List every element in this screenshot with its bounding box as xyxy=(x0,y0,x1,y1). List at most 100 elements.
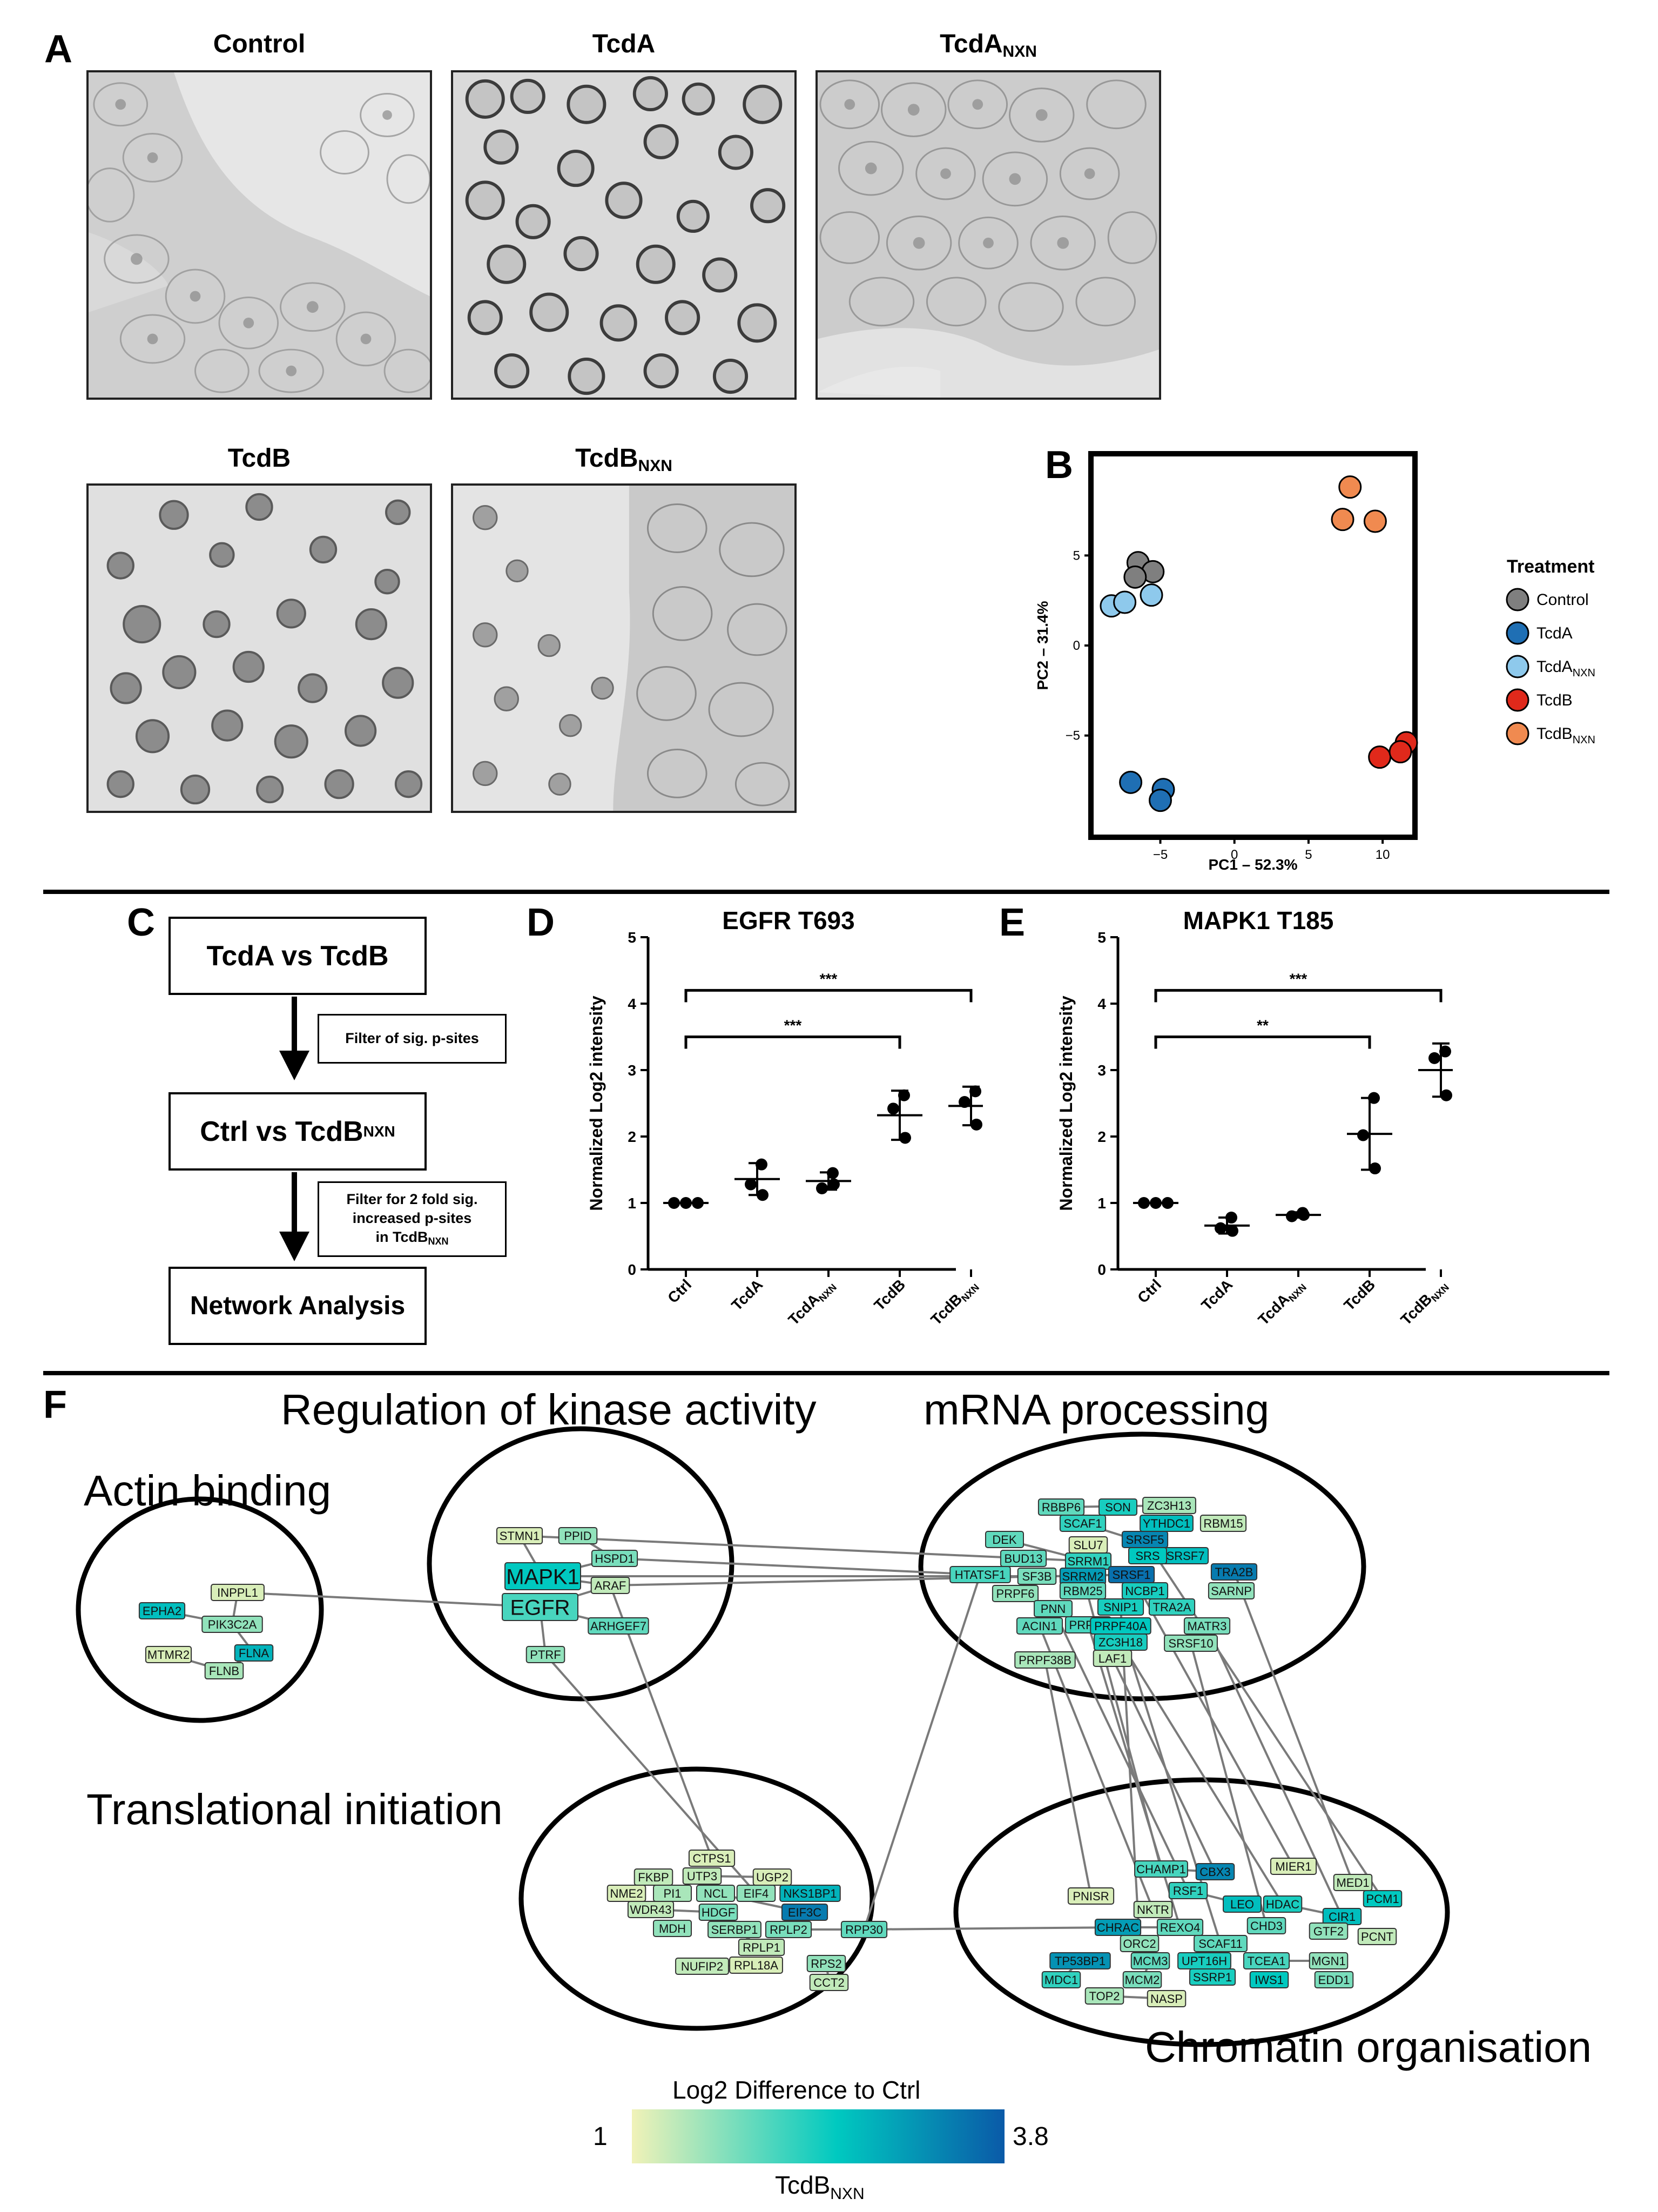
flow-arrow-2 xyxy=(279,1172,309,1261)
x-tick-label: TcdBNXN xyxy=(1397,1276,1451,1330)
network-node-box xyxy=(736,1885,776,1902)
network-node-tra2b: TRA2B xyxy=(1210,1563,1258,1581)
network-node-box xyxy=(1121,1582,1169,1599)
micrograph-title-tcdb-nxn: TcdBNXN xyxy=(575,444,672,475)
network-node-box xyxy=(1059,1515,1107,1532)
panel-label-e: E xyxy=(999,901,1026,944)
network-node-ncl: NCL xyxy=(696,1885,735,1902)
data-point xyxy=(692,1197,704,1209)
significance-bracket xyxy=(684,1036,901,1049)
pca-point-tcdb xyxy=(1368,745,1392,769)
network-node-box xyxy=(682,1867,722,1885)
network-node-label: NCBP1 xyxy=(1125,1584,1164,1598)
network-node-chd3: CHD3 xyxy=(1246,1917,1286,1934)
network-node-zc3h18: ZC3H18 xyxy=(1094,1633,1148,1651)
network-node-label: CTPS1 xyxy=(693,1852,731,1865)
network-node-label: FKBP xyxy=(638,1871,669,1884)
pca-point-tcdb-nxn xyxy=(1363,509,1387,533)
flow-box-network-analysis: Network Analysis xyxy=(169,1267,427,1345)
network-node-srrm2: SRRM2 xyxy=(1059,1568,1107,1585)
panel-label-a: A xyxy=(44,28,72,71)
x-tick-label: TcdANXN xyxy=(1255,1276,1309,1330)
y-tick-label: 1 xyxy=(628,1195,636,1212)
network-node-label: MAPK1 xyxy=(506,1565,579,1589)
network-node-laf1: LAF1 xyxy=(1093,1650,1133,1667)
network-node-label: TRA2B xyxy=(1215,1565,1253,1579)
network-node-box xyxy=(1249,1971,1289,1988)
network-node-label: PRPF38B xyxy=(1019,1653,1071,1667)
network-node-box xyxy=(1000,1550,1047,1567)
network-node-box xyxy=(985,1531,1024,1548)
network-node-label: RBM25 xyxy=(1063,1584,1102,1598)
network-edge xyxy=(1144,1538,1384,1900)
data-point xyxy=(887,1102,899,1115)
network-node-box xyxy=(591,1550,638,1567)
flow-arrow-1 xyxy=(279,997,309,1080)
pca-point-tcdb-nxn xyxy=(1331,508,1354,532)
network-node-bud13: BUD13 xyxy=(1000,1550,1047,1567)
pca-ylabel: PC2 – 31.4% xyxy=(1034,601,1051,690)
y-tick-label: 2 xyxy=(628,1128,636,1145)
panel-label-c: C xyxy=(127,901,155,944)
pca-ytick-label: 5 xyxy=(1073,548,1080,563)
network-node-box xyxy=(1189,1968,1236,1986)
network-node-gtf2: GTF2 xyxy=(1309,1922,1349,1940)
network-node-label: PNISR xyxy=(1073,1890,1109,1903)
data-point xyxy=(970,1118,982,1131)
network-node-label: ZC3H18 xyxy=(1098,1636,1143,1649)
pca-legend-label: TcdBNXN xyxy=(1536,725,1595,746)
pca-legend-label: Control xyxy=(1536,591,1589,609)
network-node-box xyxy=(1017,1568,1057,1585)
network-node-label: ARAF xyxy=(595,1579,626,1592)
network-node-mdc1: MDC1 xyxy=(1041,1971,1081,1988)
pca-legend-marker xyxy=(1506,722,1529,745)
y-tick-label: 4 xyxy=(628,996,636,1012)
network-node-box xyxy=(211,1584,265,1601)
network-node-box xyxy=(504,1562,581,1590)
network-node-box xyxy=(1122,1971,1162,1988)
colorbar-title: Log2 Difference to Ctrl xyxy=(672,2076,921,2104)
network-node-label: EGFR xyxy=(510,1596,570,1619)
pca-ytick-label: 0 xyxy=(1073,638,1080,653)
data-point xyxy=(1215,1222,1226,1234)
data-point xyxy=(1162,1197,1174,1209)
network-node-srsf5: SRSF5 xyxy=(1121,1531,1169,1548)
pca-points xyxy=(1100,475,1418,812)
network-node-label: TP53BP1 xyxy=(1055,1954,1106,1968)
network-node-box xyxy=(204,1662,244,1679)
network-node-label: RSF1 xyxy=(1173,1884,1203,1898)
network-node-box xyxy=(949,1566,1011,1583)
network-node-label: SCAF1 xyxy=(1064,1517,1102,1530)
micrograph-tcdb xyxy=(86,483,432,813)
network-node-champ1: CHAMP1 xyxy=(1134,1860,1188,1878)
network-node-htatsf1: HTATSF1 xyxy=(949,1566,1011,1583)
network-node-label: PI1 xyxy=(663,1887,681,1900)
network-node-srrm1: SRRM1 xyxy=(1064,1552,1112,1570)
cluster-ellipse-mrna xyxy=(918,1431,1366,1702)
flow-filter-sig-psites: Filter of sig. p-sites xyxy=(318,1014,507,1064)
y-tick-label: 5 xyxy=(628,929,636,946)
data-point xyxy=(1369,1162,1381,1175)
network-node-label: FLNA xyxy=(239,1646,269,1660)
network-node-label: HSPD1 xyxy=(595,1552,634,1565)
network-node-top2: TOP2 xyxy=(1084,1987,1124,2005)
network-node-label: PTRF xyxy=(530,1648,561,1662)
data-point xyxy=(899,1132,911,1144)
network-node-sarnp: SARNP xyxy=(1208,1582,1255,1599)
network-edge xyxy=(1190,1643,1268,1926)
network-node-nme2: NME2 xyxy=(606,1885,646,1902)
y-tick-label: 0 xyxy=(628,1261,636,1278)
network-node-label: HDAC xyxy=(1266,1898,1299,1911)
network-node-srsf1: SRSF1 xyxy=(1108,1566,1155,1583)
network-node-box xyxy=(633,1868,673,1886)
network-node-rbbp6: RBBP6 xyxy=(1037,1498,1085,1516)
colorbar xyxy=(632,2109,1005,2163)
network-node-inppl1: INPPL1 xyxy=(211,1584,265,1601)
network-node-ptrf: PTRF xyxy=(525,1646,565,1663)
network-node-upt16h: UPT16H xyxy=(1177,1952,1231,1969)
network-node-label: NASP xyxy=(1150,1992,1183,2006)
data-point xyxy=(757,1189,769,1201)
